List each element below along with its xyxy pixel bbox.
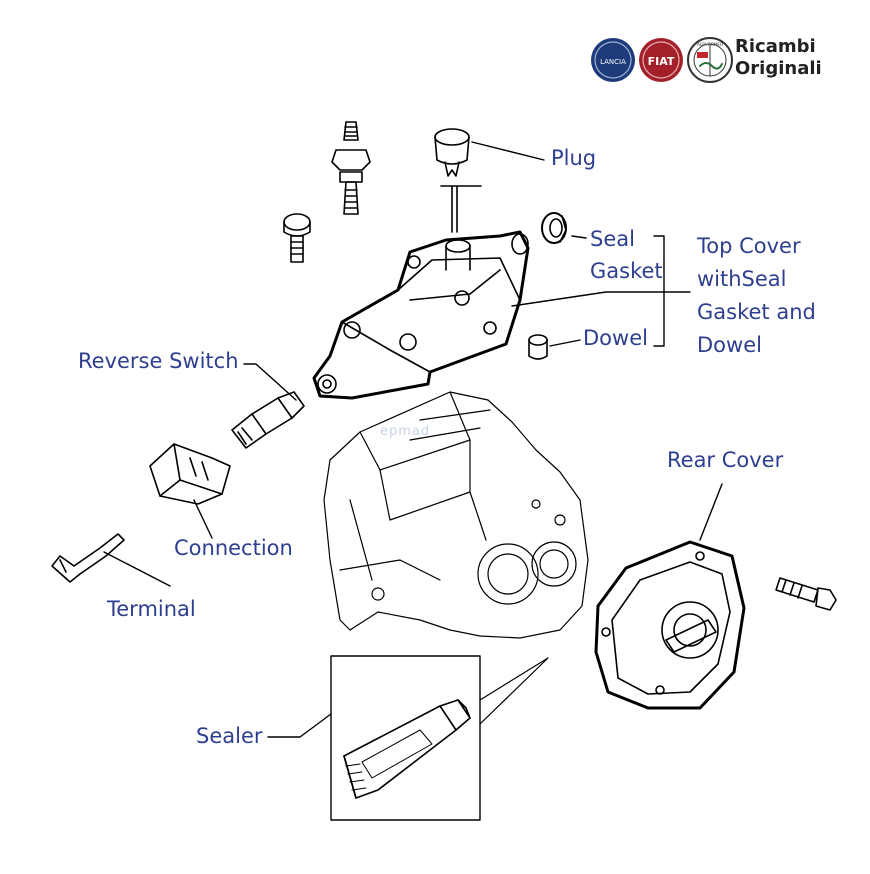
brand-text-line2: Originali <box>735 58 822 79</box>
leader-lines <box>103 141 723 738</box>
fiat-logo-text: FIAT <box>648 55 675 68</box>
label-reverse-switch: Reverse Switch <box>78 349 239 373</box>
top-cover-leader <box>511 291 691 307</box>
lancia-logo <box>591 38 635 82</box>
lancia-logo-text: LANCIA <box>600 58 626 66</box>
seal-leader <box>571 235 587 239</box>
seal-part <box>541 212 567 244</box>
gearbox-housing <box>323 391 589 639</box>
rear-bolt-part <box>775 577 837 611</box>
label-gasket: Gasket <box>590 259 663 283</box>
label-top-cover-line1: Top Cover <box>697 234 801 258</box>
label-connection: Connection <box>174 536 293 560</box>
brand-text: Ricambi Originali <box>735 36 822 80</box>
sealer-leader <box>267 713 332 738</box>
seal-gasket-dowel-bracket <box>653 235 665 347</box>
label-seal: Seal <box>590 227 635 251</box>
terminal-leader <box>103 551 171 587</box>
plug-part <box>434 128 482 233</box>
terminal-part <box>51 533 125 583</box>
connection-leader <box>193 499 213 539</box>
connector-part <box>149 443 231 505</box>
label-sealer: Sealer <box>196 724 263 748</box>
dowel-part <box>528 334 548 360</box>
reverse-switch-leader <box>243 363 297 401</box>
rear-cover-part <box>594 540 746 710</box>
brand-block: Ricambi Originali <box>588 36 828 86</box>
stud-bolt <box>331 121 371 215</box>
label-rear-cover: Rear Cover <box>667 448 784 472</box>
label-top-cover-line4: Dowel <box>697 333 762 357</box>
dowel-leader <box>549 339 581 347</box>
label-dowel: Dowel <box>583 326 648 350</box>
reverse-switch-part <box>231 391 305 449</box>
sealer-part <box>330 655 549 821</box>
label-plug: Plug <box>551 146 597 170</box>
alfa-romeo-logo-text: ALFA ROMEO <box>697 42 723 47</box>
small-bolt <box>283 213 311 263</box>
label-top-cover-line3: Gasket and <box>697 300 816 324</box>
rear-cover-leader <box>699 483 723 541</box>
fiat-logo <box>639 38 683 82</box>
brand-text-line1: Ricambi <box>735 36 816 57</box>
plug-leader <box>471 141 545 161</box>
label-top-cover-line2: withSeal <box>697 267 787 291</box>
brand-logos: LANCIA FIAT ALFA ROMEO <box>591 37 733 83</box>
watermark-text: epmad <box>380 424 431 439</box>
label-terminal: Terminal <box>107 597 196 621</box>
top-cover-part <box>312 230 530 400</box>
